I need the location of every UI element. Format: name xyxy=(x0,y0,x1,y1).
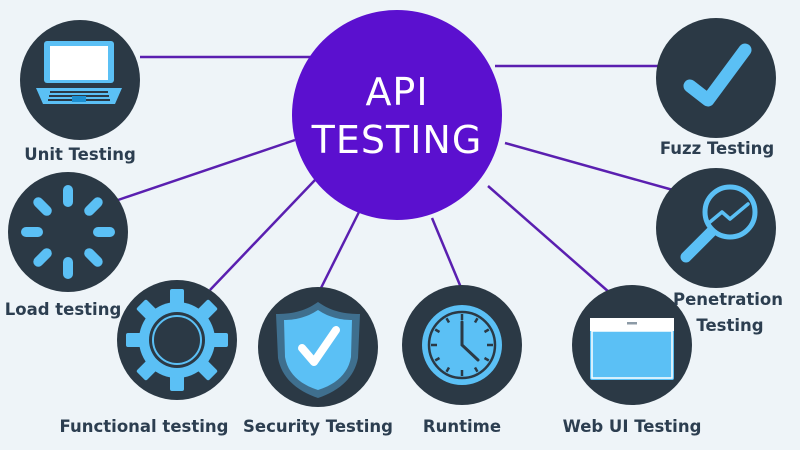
node-functional xyxy=(117,280,237,400)
label-functional-testing: Functional testing xyxy=(59,417,229,436)
magnifier-chart-icon xyxy=(680,184,758,263)
connector-security xyxy=(318,209,362,291)
checkmark-icon xyxy=(683,43,752,107)
label-security-testing: Security Testing xyxy=(243,417,393,436)
center-title-line1: API xyxy=(365,70,429,114)
shield-check-icon xyxy=(276,302,360,398)
node-security xyxy=(258,287,378,407)
connector-functional xyxy=(209,179,316,291)
loading-spinner-icon xyxy=(21,185,115,279)
label-penetration-line1: Penetration xyxy=(672,290,783,309)
connector-penetration xyxy=(504,141,674,192)
connector-runtime xyxy=(430,217,464,291)
gear-icon xyxy=(126,289,228,391)
node-unit xyxy=(20,20,140,140)
label-penetration-line2: Testing xyxy=(696,316,764,335)
clock-icon xyxy=(422,305,502,385)
label-web-ui-testing: Web UI Testing xyxy=(562,417,702,436)
connectors xyxy=(117,55,674,294)
connector-webui xyxy=(487,185,611,294)
node-fuzz xyxy=(656,18,776,138)
browser-window-icon xyxy=(590,318,674,380)
node-runtime xyxy=(402,285,522,405)
center-title-line2: TESTING xyxy=(311,118,483,162)
center-circle xyxy=(292,10,502,220)
label-load-testing: Load testing xyxy=(4,300,122,319)
node-load xyxy=(8,172,128,292)
label-unit-testing: Unit Testing xyxy=(24,145,136,164)
label-runtime: Runtime xyxy=(422,417,502,436)
laptop-icon xyxy=(36,41,122,104)
connector-load xyxy=(117,138,296,202)
node-penetration xyxy=(656,168,776,288)
node-webui xyxy=(572,285,692,405)
label-fuzz-testing: Fuzz Testing xyxy=(659,139,775,158)
